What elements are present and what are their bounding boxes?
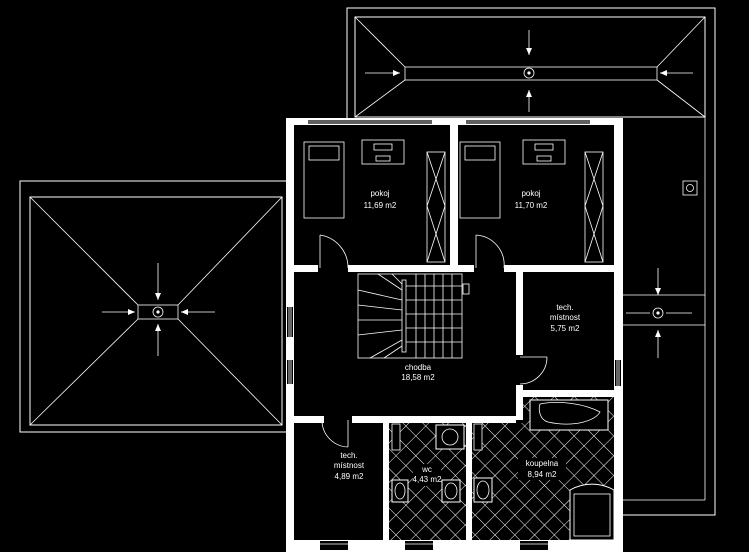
wardrobe-icon — [426, 151, 446, 263]
desk-icon — [361, 139, 405, 165]
svg-text:11,70 m2: 11,70 m2 — [515, 201, 548, 210]
svg-text:místnost: místnost — [550, 313, 581, 322]
room-label-wc: wc 4,43 m2 — [413, 464, 442, 486]
toilet-icon — [391, 479, 409, 503]
room-label-koupelna: koupelna 8,94 m2 — [518, 458, 566, 480]
room-label-pokoj-2: pokoj 11,70 m2 — [515, 189, 548, 210]
chimney-icon — [682, 180, 698, 196]
door-swing-icon — [519, 356, 548, 385]
svg-text:pokoj: pokoj — [521, 189, 540, 198]
roof-drain-icon — [102, 263, 215, 356]
svg-text:11,69 m2: 11,69 m2 — [364, 201, 397, 210]
svg-text:18,58 m2: 18,58 m2 — [401, 373, 435, 382]
room-label-pokoj-1: pokoj 11,69 m2 — [364, 189, 397, 210]
bathtub-icon — [529, 399, 609, 431]
desk-icon — [522, 139, 566, 165]
svg-text:tech.: tech. — [556, 303, 573, 312]
bidet-icon — [441, 479, 461, 503]
svg-text:4,43 m2: 4,43 m2 — [413, 475, 442, 484]
svg-text:wc: wc — [421, 465, 432, 474]
sink-icon — [435, 424, 465, 450]
bed-icon — [459, 141, 501, 219]
shower-icon — [569, 483, 615, 541]
svg-text:8,94 m2: 8,94 m2 — [528, 470, 557, 479]
svg-text:koupelna: koupelna — [526, 459, 559, 468]
room-label-tech-1: tech. místnost 5,75 m2 — [550, 303, 581, 333]
bed-icon — [303, 141, 345, 219]
svg-text:místnost: místnost — [334, 461, 365, 470]
svg-text:tech.: tech. — [340, 451, 357, 460]
roof-plan-left — [19, 180, 289, 433]
room-label-chodba: chodba 18,58 m2 — [401, 363, 435, 382]
door-swing-icon — [391, 423, 483, 451]
wardrobe-icon — [584, 151, 604, 263]
roof-drain-icon — [626, 268, 692, 358]
door-swing-icon — [319, 234, 349, 269]
door-swing-icon — [475, 234, 505, 269]
roof-drain-icon — [365, 30, 693, 112]
staircase-icon — [357, 273, 470, 359]
door-swing-icon — [321, 420, 349, 448]
room-label-tech-2: tech. místnost 4,89 m2 — [334, 451, 365, 481]
windows — [287, 120, 621, 550]
toilet-icon — [473, 477, 493, 503]
svg-text:pokoj: pokoj — [370, 189, 389, 198]
svg-text:chodba: chodba — [405, 363, 432, 372]
svg-text:5,75 m2: 5,75 m2 — [551, 324, 580, 333]
svg-text:4,89 m2: 4,89 m2 — [335, 472, 364, 481]
